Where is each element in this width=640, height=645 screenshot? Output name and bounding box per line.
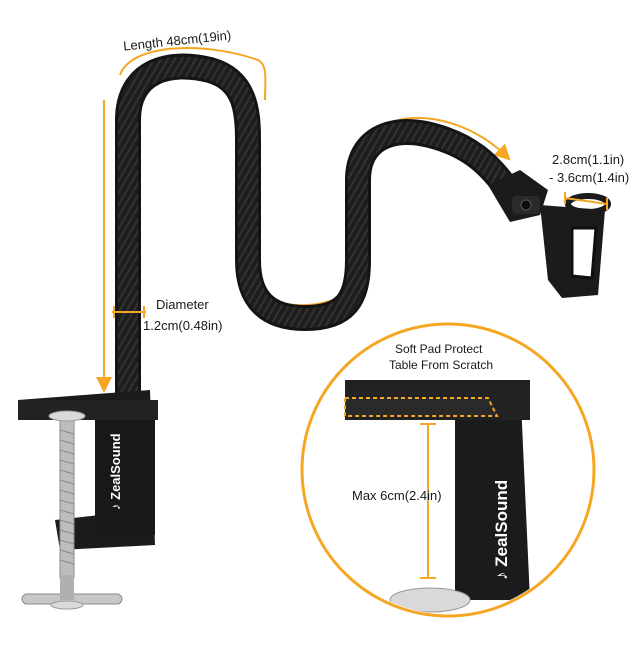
clip-size-top: 2.8cm(1.1in) <box>552 152 625 167</box>
music-note-icon: ♪ <box>492 571 511 581</box>
gooseneck-tube <box>115 53 521 405</box>
brand-logo-base: ♪ ZealSound <box>108 433 123 510</box>
brand-name-base: ZealSound <box>108 433 123 500</box>
brand-logo-zoom: ♪ ZealSound <box>492 480 512 580</box>
c-clamp <box>18 390 158 610</box>
mic-clip <box>488 170 611 298</box>
max-opening-label: Max 6cm(2.4in) <box>352 488 442 503</box>
music-note-icon: ♪ <box>108 503 123 511</box>
zoom-detail-circle <box>300 322 596 618</box>
clip-width-marker <box>564 192 608 210</box>
brand-name-zoom: ZealSound <box>492 479 511 567</box>
diameter-value: 1.2cm(0.48in) <box>143 318 223 333</box>
soft-pad-line1: Soft Pad Protect <box>395 342 483 356</box>
diameter-title: Diameter <box>156 297 209 312</box>
diameter-marker <box>112 306 146 318</box>
soft-pad-line2: Table From Scratch <box>389 358 494 372</box>
clip-size-bottom: - 3.6cm(1.4in) <box>549 170 630 185</box>
